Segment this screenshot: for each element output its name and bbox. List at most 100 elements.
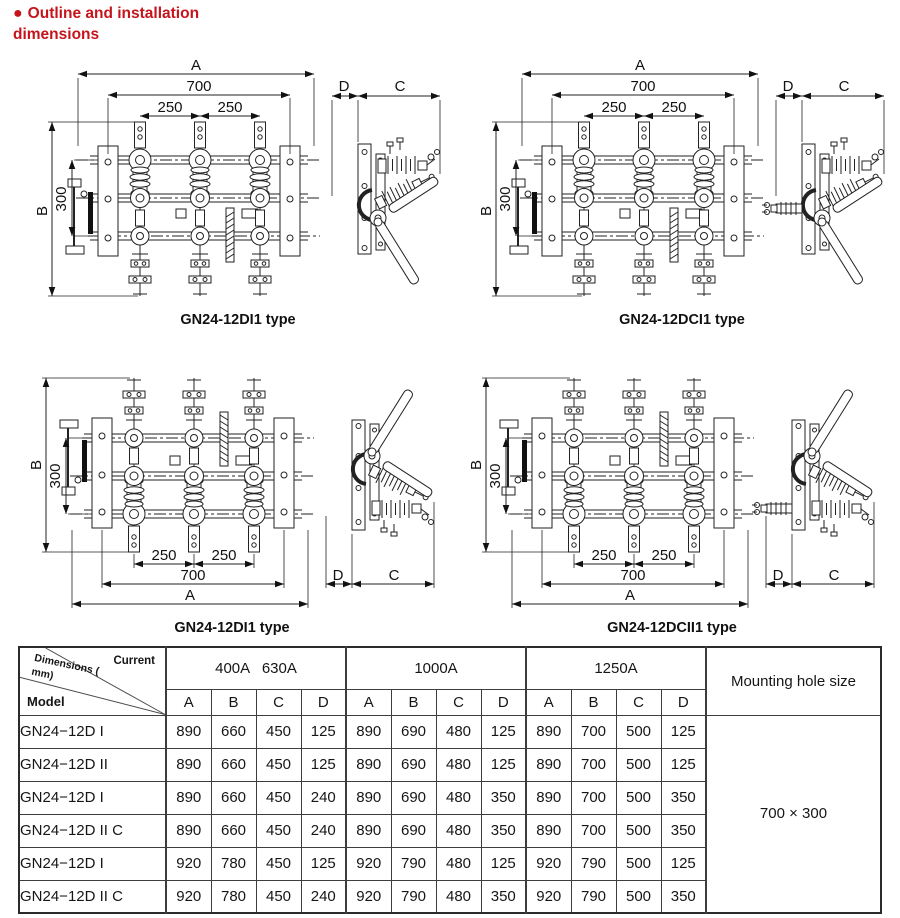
subheader-cell: B bbox=[570, 688, 617, 716]
subheader-cell: C bbox=[255, 688, 302, 716]
dim-label: C bbox=[829, 567, 840, 584]
subheader-cell: A bbox=[165, 688, 212, 716]
dim-label: 700 bbox=[186, 78, 211, 95]
dim-label: B bbox=[478, 206, 495, 216]
dim-label: 250 bbox=[217, 99, 242, 116]
value-cell: 125 bbox=[480, 747, 527, 782]
dim-label: A bbox=[185, 587, 195, 604]
dim-label: D bbox=[339, 78, 350, 95]
model-cell: GN24−12D I bbox=[18, 846, 167, 881]
subheader-cell: B bbox=[210, 688, 257, 716]
value-cell: 890 bbox=[345, 747, 392, 782]
mounting-hole-size-header: Mounting hole size bbox=[705, 646, 882, 716]
drawing-caption: GN24-12DI1 type bbox=[174, 620, 290, 636]
dim-label: 250 bbox=[157, 99, 182, 116]
value-cell: 125 bbox=[480, 714, 527, 749]
dim-label: 300 bbox=[487, 463, 504, 488]
value-cell: 350 bbox=[480, 879, 527, 914]
value-cell: 790 bbox=[390, 846, 437, 881]
dim-label: C bbox=[395, 78, 406, 95]
value-cell: 480 bbox=[435, 846, 482, 881]
value-cell: 890 bbox=[165, 813, 212, 848]
value-cell: 125 bbox=[660, 846, 707, 881]
dim-label: A bbox=[625, 587, 635, 604]
value-cell: 660 bbox=[210, 714, 257, 749]
value-cell: 890 bbox=[345, 813, 392, 848]
value-cell: 125 bbox=[300, 747, 347, 782]
value-cell: 450 bbox=[255, 846, 302, 881]
value-cell: 890 bbox=[345, 714, 392, 749]
subheader-cell: C bbox=[435, 688, 482, 716]
value-cell: 890 bbox=[165, 714, 212, 749]
dim-label: A bbox=[635, 58, 645, 74]
value-cell: 920 bbox=[525, 846, 572, 881]
model-cell: GN24−12D I bbox=[18, 780, 167, 815]
value-cell: 500 bbox=[615, 714, 662, 749]
value-cell: 125 bbox=[300, 846, 347, 881]
value-cell: 890 bbox=[165, 780, 212, 815]
bullet-icon: ● bbox=[13, 5, 23, 22]
drawing-caption: GN24-12DCII1 type bbox=[607, 620, 737, 636]
value-cell: 500 bbox=[615, 846, 662, 881]
value-cell: 450 bbox=[255, 780, 302, 815]
dim-label: 250 bbox=[591, 547, 616, 564]
value-cell: 125 bbox=[660, 747, 707, 782]
dimensions-table: Dimensions (mm) Current Model 400A 630A … bbox=[18, 646, 882, 914]
diagonal-lines bbox=[20, 648, 165, 715]
value-cell: 450 bbox=[255, 714, 302, 749]
dim-label: C bbox=[839, 78, 850, 95]
value-cell: 790 bbox=[390, 879, 437, 914]
mounting-hole-size-value: 700 × 300 bbox=[705, 714, 882, 914]
current-group-400-630: 400A 630A bbox=[165, 646, 347, 690]
drawing-caption: GN24-12DCI1 type bbox=[619, 312, 745, 328]
dim-label: D bbox=[783, 78, 794, 95]
model-cell: GN24−12D I bbox=[18, 714, 167, 749]
dim-label: C bbox=[389, 567, 400, 584]
drawing-caption: GN24-12DI1 type bbox=[180, 312, 296, 328]
dim-label: B bbox=[34, 206, 51, 216]
value-cell: 780 bbox=[210, 846, 257, 881]
value-cell: 890 bbox=[165, 747, 212, 782]
value-cell: 500 bbox=[615, 747, 662, 782]
value-cell: 240 bbox=[300, 813, 347, 848]
value-cell: 920 bbox=[345, 846, 392, 881]
corner-model-label: Model bbox=[27, 693, 65, 709]
value-cell: 350 bbox=[660, 879, 707, 914]
section-title-text: Outline and installation dimensions bbox=[13, 5, 200, 43]
model-cell: GN24−12D II C bbox=[18, 813, 167, 848]
corner-header-cell: Dimensions (mm) Current Model bbox=[18, 646, 167, 716]
value-cell: 690 bbox=[390, 813, 437, 848]
value-cell: 350 bbox=[660, 780, 707, 815]
current-group-1000: 1000A bbox=[345, 646, 527, 690]
value-cell: 480 bbox=[435, 813, 482, 848]
value-cell: 500 bbox=[615, 813, 662, 848]
dim-label: A bbox=[191, 58, 201, 74]
value-cell: 690 bbox=[390, 747, 437, 782]
value-cell: 920 bbox=[525, 879, 572, 914]
value-cell: 240 bbox=[300, 780, 347, 815]
dim-label: 250 bbox=[211, 547, 236, 564]
current-group-1250: 1250A bbox=[525, 646, 707, 690]
value-cell: 450 bbox=[255, 813, 302, 848]
subheader-cell: D bbox=[660, 688, 707, 716]
value-cell: 125 bbox=[660, 714, 707, 749]
value-cell: 890 bbox=[525, 747, 572, 782]
value-cell: 700 bbox=[570, 780, 617, 815]
value-cell: 700 bbox=[570, 714, 617, 749]
value-cell: 920 bbox=[165, 846, 212, 881]
dim-label: 300 bbox=[497, 186, 514, 211]
dim-label: 700 bbox=[620, 567, 645, 584]
subheader-cell: D bbox=[300, 688, 347, 716]
value-cell: 350 bbox=[480, 780, 527, 815]
dim-label: 250 bbox=[151, 547, 176, 564]
model-cell: GN24−12D II C bbox=[18, 879, 167, 914]
